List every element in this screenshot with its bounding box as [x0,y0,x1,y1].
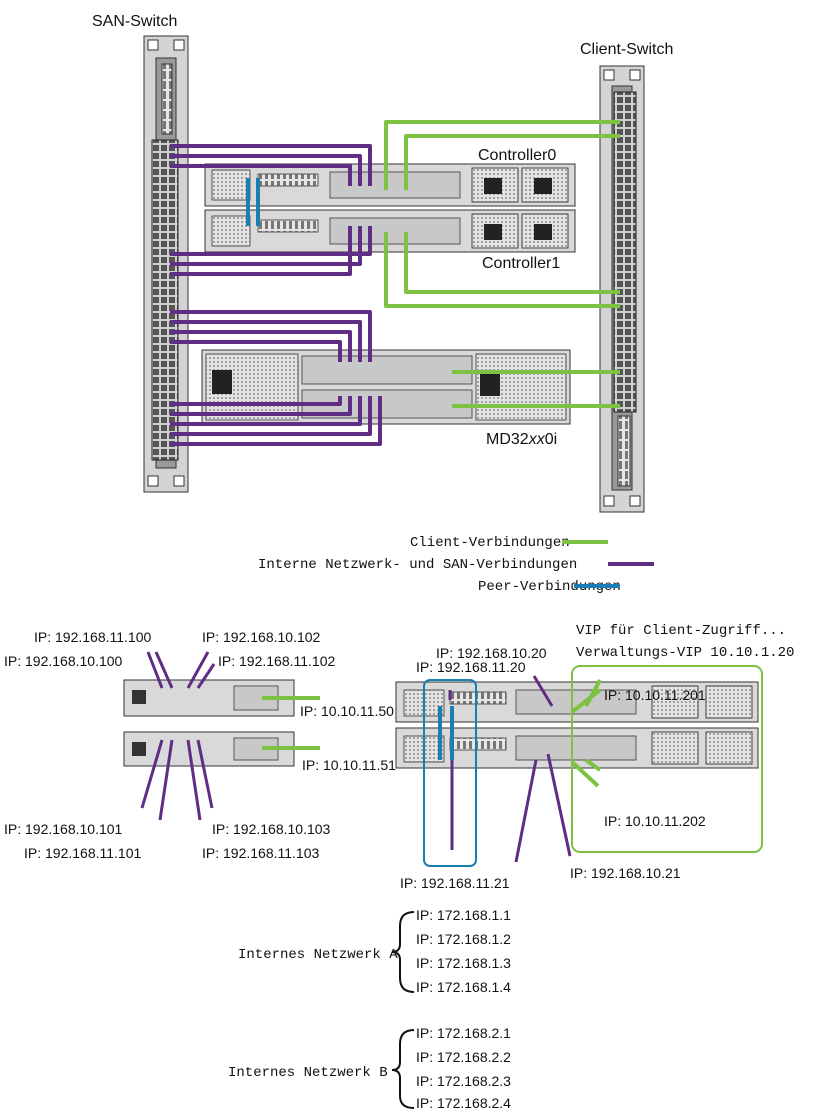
internal-san-cables [170,144,382,446]
internal-cable [170,144,372,186]
md-storage-prefix: MD32 [486,431,529,448]
internal-cable [532,675,554,707]
client-cable [384,120,620,190]
legend-internal-label: Interne Netzwerk- und SAN-Verbindungen [258,557,577,573]
md-storage-label: MD32xx0i [486,431,557,448]
ip-label: IP: 192.168.11.21 [400,875,510,891]
internal-cable [170,396,382,446]
internal-cable [170,330,352,362]
ip-label: IP: 192.168.11.101 [24,845,141,861]
ip-label: IP: 10.10.11.51 [302,757,396,773]
internal-network-a: Internes Netzwerk A IP: 172.168.1.1 IP: … [238,907,511,995]
internal-cable [170,310,372,362]
internal-cable [170,396,372,436]
internal-cable [170,164,352,186]
right-ip-labels: IP: 192.168.10.20 IP: 192.168.11.20 IP: … [400,645,706,891]
vip-admin-label: Verwaltungs-VIP 10.10.1.20 [576,645,794,661]
internal-cable [170,154,362,186]
controller1-label: Controller1 [482,255,560,272]
ip-label: IP: 192.168.11.103 [202,845,319,861]
ip-label: IP: 172.168.1.3 [416,955,511,971]
ip-label: IP: 192.168.11.20 [416,659,526,675]
peer-group-frame [423,679,477,867]
ip-label: IP: 172.168.2.1 [416,1025,511,1041]
ip-label: IP: 10.10.11.50 [300,703,394,719]
client-cable [404,134,620,190]
client-cable [584,758,602,772]
internal-cable [170,340,342,362]
vip-client-label: VIP für Client-Zugriff... [576,623,786,639]
internal-cable [170,320,362,362]
internal-cable [186,739,202,821]
internal-cable [196,663,216,689]
legend: Client-Verbindungen Interne Netzwerk- un… [258,535,654,595]
internal-cable [196,739,214,809]
internal-cable [170,396,362,426]
ip-label: IP: 172.168.1.1 [416,907,511,923]
internal-cable [186,651,210,689]
controller1-server [204,209,576,253]
internal-cable [154,651,174,689]
client-switch [599,65,645,513]
ip-label: IP: 172.168.2.4 [416,1095,511,1111]
ip-label: IP: 192.168.10.20 [436,645,547,661]
client-cable [584,679,602,707]
internal-network-label: Internes Netzwerk A [238,947,398,963]
san-switch-label: SAN-Switch [92,13,177,30]
internal-cable [170,226,352,276]
ip-label: IP: 192.168.10.21 [570,865,681,881]
client-cable [570,760,600,788]
ip-label: IP: 172.168.1.4 [416,979,511,995]
internal-network-b: Internes Netzwerk B IP: 172.168.2.1 IP: … [228,1025,511,1111]
internal-cable [514,759,538,863]
controller0-label: Controller0 [478,147,556,164]
right-peer-cables [438,706,454,760]
internal-cable [140,739,164,809]
md-storage-italic: xx [528,431,546,448]
internal-cable [170,226,362,266]
internal-cable [158,739,174,821]
left-internal-cables [140,651,216,821]
ip-label: IP: 192.168.11.102 [218,653,335,669]
md-storage-array [201,349,571,425]
ip-label: IP: 192.168.10.100 [4,653,123,669]
internal-cable [170,226,372,256]
peer-cables [246,178,260,226]
legend-peer-label: Peer-Verbindungen [478,579,621,595]
ip-label: IP: 172.168.2.3 [416,1073,511,1089]
internal-cable [170,396,342,406]
controller0-server [204,163,576,207]
client-cable [404,232,620,294]
client-switch-label: Client-Switch [580,41,673,58]
vip-group-frame [571,665,763,853]
vip-labels: VIP für Client-Zugriff... Verwaltungs-VI… [576,623,794,661]
ip-label: IP: 192.168.10.101 [4,821,123,837]
ip-label: IP: 192.168.10.103 [212,821,331,837]
internal-cable [170,396,352,416]
internal-cable [546,753,572,857]
internal-network-label: Internes Netzwerk B [228,1065,388,1081]
right-internal-cables [448,675,572,863]
right-client-cables [570,679,602,788]
ip-label: IP: 10.10.11.201 [604,687,706,703]
right-controller-1 [395,727,759,769]
brace [391,1029,415,1109]
client-cable [570,688,602,714]
client-cable [384,232,620,308]
right-controller-0 [395,681,759,723]
ip-label: IP: 192.168.11.100 [34,629,151,645]
internal-cable [146,651,164,689]
legend-client-label: Client-Verbindungen [410,535,570,551]
ip-label: IP: 192.168.10.102 [202,629,321,645]
ip-label: IP: 172.168.1.2 [416,931,511,947]
ip-label: IP: 172.168.2.2 [416,1049,511,1065]
ip-label: IP: 10.10.11.202 [604,813,706,829]
client-cables [384,120,620,408]
left-ip-labels: IP: 192.168.11.100 IP: 192.168.10.102 IP… [4,629,396,861]
brace [391,911,415,993]
md-storage-suffix: 0i [545,431,557,448]
left-client-cables [262,696,320,750]
